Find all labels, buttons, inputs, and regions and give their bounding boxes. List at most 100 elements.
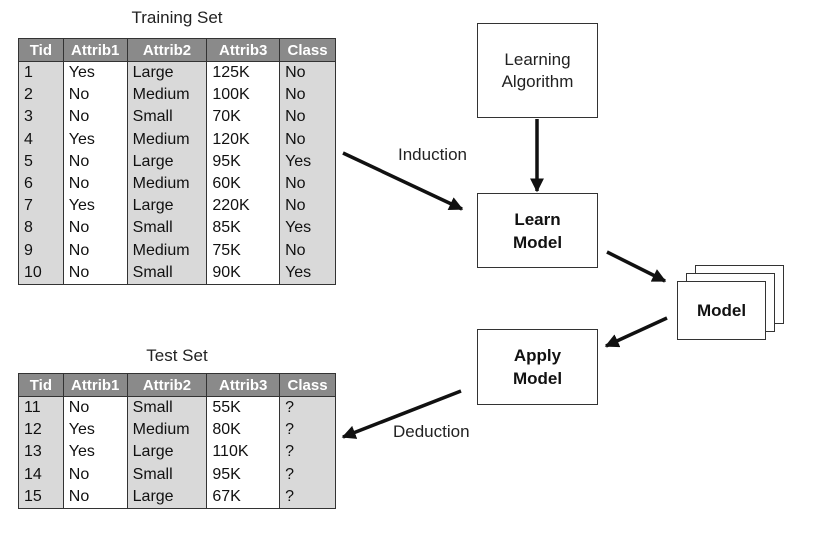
attrib1-cell: No — [62, 217, 128, 240]
learn-model-line1: Learn — [514, 209, 561, 229]
learning-algorithm-line1: Learning — [504, 49, 571, 69]
learning-algorithm-line2: Algorithm — [501, 71, 574, 91]
attrib2-cell: Small — [126, 217, 208, 240]
attrib2-cell: Small — [126, 396, 208, 420]
class-cell: No — [279, 195, 336, 218]
tid-cell: 3 — [18, 106, 64, 129]
apply-model-line1: Apply — [513, 346, 562, 365]
model-box: Model — [677, 281, 766, 340]
class-cell: No — [279, 84, 336, 107]
class-cell: Yes — [279, 217, 336, 240]
attrib2-cell: Medium — [126, 128, 208, 151]
class-cell: ? — [279, 441, 336, 464]
column-header-tid: Tid — [18, 373, 64, 397]
attrib3-cell: 70K — [206, 106, 281, 129]
attrib2-cell: Large — [126, 195, 208, 218]
attrib3-cell: 90K — [206, 261, 281, 285]
attrib2-cell: Medium — [126, 239, 208, 262]
attrib3-cell: 60K — [206, 172, 281, 196]
attrib3-cell: 67K — [206, 485, 281, 509]
tid-cell: 14 — [18, 463, 64, 486]
class-cell: ? — [279, 419, 336, 442]
attrib2-cell: Large — [126, 441, 208, 464]
tid-cell: 13 — [18, 441, 64, 464]
column-header-class: Class — [279, 38, 336, 62]
tid-cell: 8 — [18, 217, 64, 240]
column-header-attrib2: Attrib2 — [126, 38, 208, 62]
attrib3-cell: 95K — [206, 150, 281, 173]
attrib2-cell: Small — [126, 106, 208, 129]
attrib2-cell: Large — [126, 150, 208, 173]
attrib3-cell: 110K — [206, 441, 281, 464]
attrib1-cell: No — [62, 172, 128, 196]
column-header-attrib2: Attrib2 — [126, 373, 208, 397]
tid-cell: 1 — [18, 61, 64, 85]
attrib1-cell: Yes — [62, 441, 128, 464]
attrib2-cell: Large — [126, 61, 208, 85]
apply-model-box: Apply Model — [477, 329, 598, 405]
attrib3-cell: 100K — [206, 84, 281, 107]
attrib2-cell: Large — [126, 485, 208, 509]
attrib3-cell: 125K — [206, 61, 281, 85]
class-cell: No — [279, 128, 336, 151]
attrib1-cell: No — [62, 150, 128, 173]
learn-model-box: Learn Model — [477, 193, 598, 268]
attrib1-cell: No — [62, 261, 128, 285]
class-cell: No — [279, 172, 336, 196]
induction-arrow — [342, 151, 464, 211]
attrib1-cell: Yes — [62, 419, 128, 442]
learn-model-line2: Model — [512, 232, 563, 252]
class-cell: ? — [279, 396, 336, 420]
column-header-attrib1: Attrib1 — [62, 38, 128, 62]
attrib3-cell: 55K — [206, 396, 281, 420]
attrib3-cell: 85K — [206, 217, 281, 240]
class-cell: No — [279, 61, 336, 85]
test-set-title: Test Set — [146, 346, 208, 365]
attrib2-cell: Small — [126, 463, 208, 486]
deduction-arrow — [341, 389, 462, 439]
class-cell: ? — [279, 485, 336, 509]
tid-cell: 6 — [18, 172, 64, 196]
class-cell: Yes — [279, 150, 336, 173]
attrib1-cell: No — [62, 106, 128, 129]
tid-cell: 10 — [18, 261, 64, 285]
attrib1-cell: Yes — [62, 195, 128, 218]
attrib2-cell: Small — [126, 261, 208, 285]
attrib1-cell: No — [62, 84, 128, 107]
column-header-class: Class — [279, 373, 336, 397]
learn-to-model-arrow — [606, 250, 667, 283]
attrib2-cell: Medium — [126, 419, 208, 442]
tid-cell: 4 — [18, 128, 64, 151]
induction-label: Induction — [398, 145, 467, 164]
deduction-label: Deduction — [393, 422, 470, 441]
apply-model-line2: Model — [512, 369, 563, 388]
tid-cell: 2 — [18, 84, 64, 107]
attrib1-cell: No — [62, 485, 128, 509]
column-header-attrib1: Attrib1 — [62, 373, 128, 397]
attrib1-cell: Yes — [62, 128, 128, 151]
column-header-tid: Tid — [18, 38, 64, 62]
attrib3-cell: 220K — [206, 195, 281, 218]
tid-cell: 5 — [18, 150, 64, 173]
class-cell: Yes — [279, 261, 336, 285]
column-header-attrib3: Attrib3 — [206, 373, 281, 397]
attrib1-cell: Yes — [62, 61, 128, 85]
